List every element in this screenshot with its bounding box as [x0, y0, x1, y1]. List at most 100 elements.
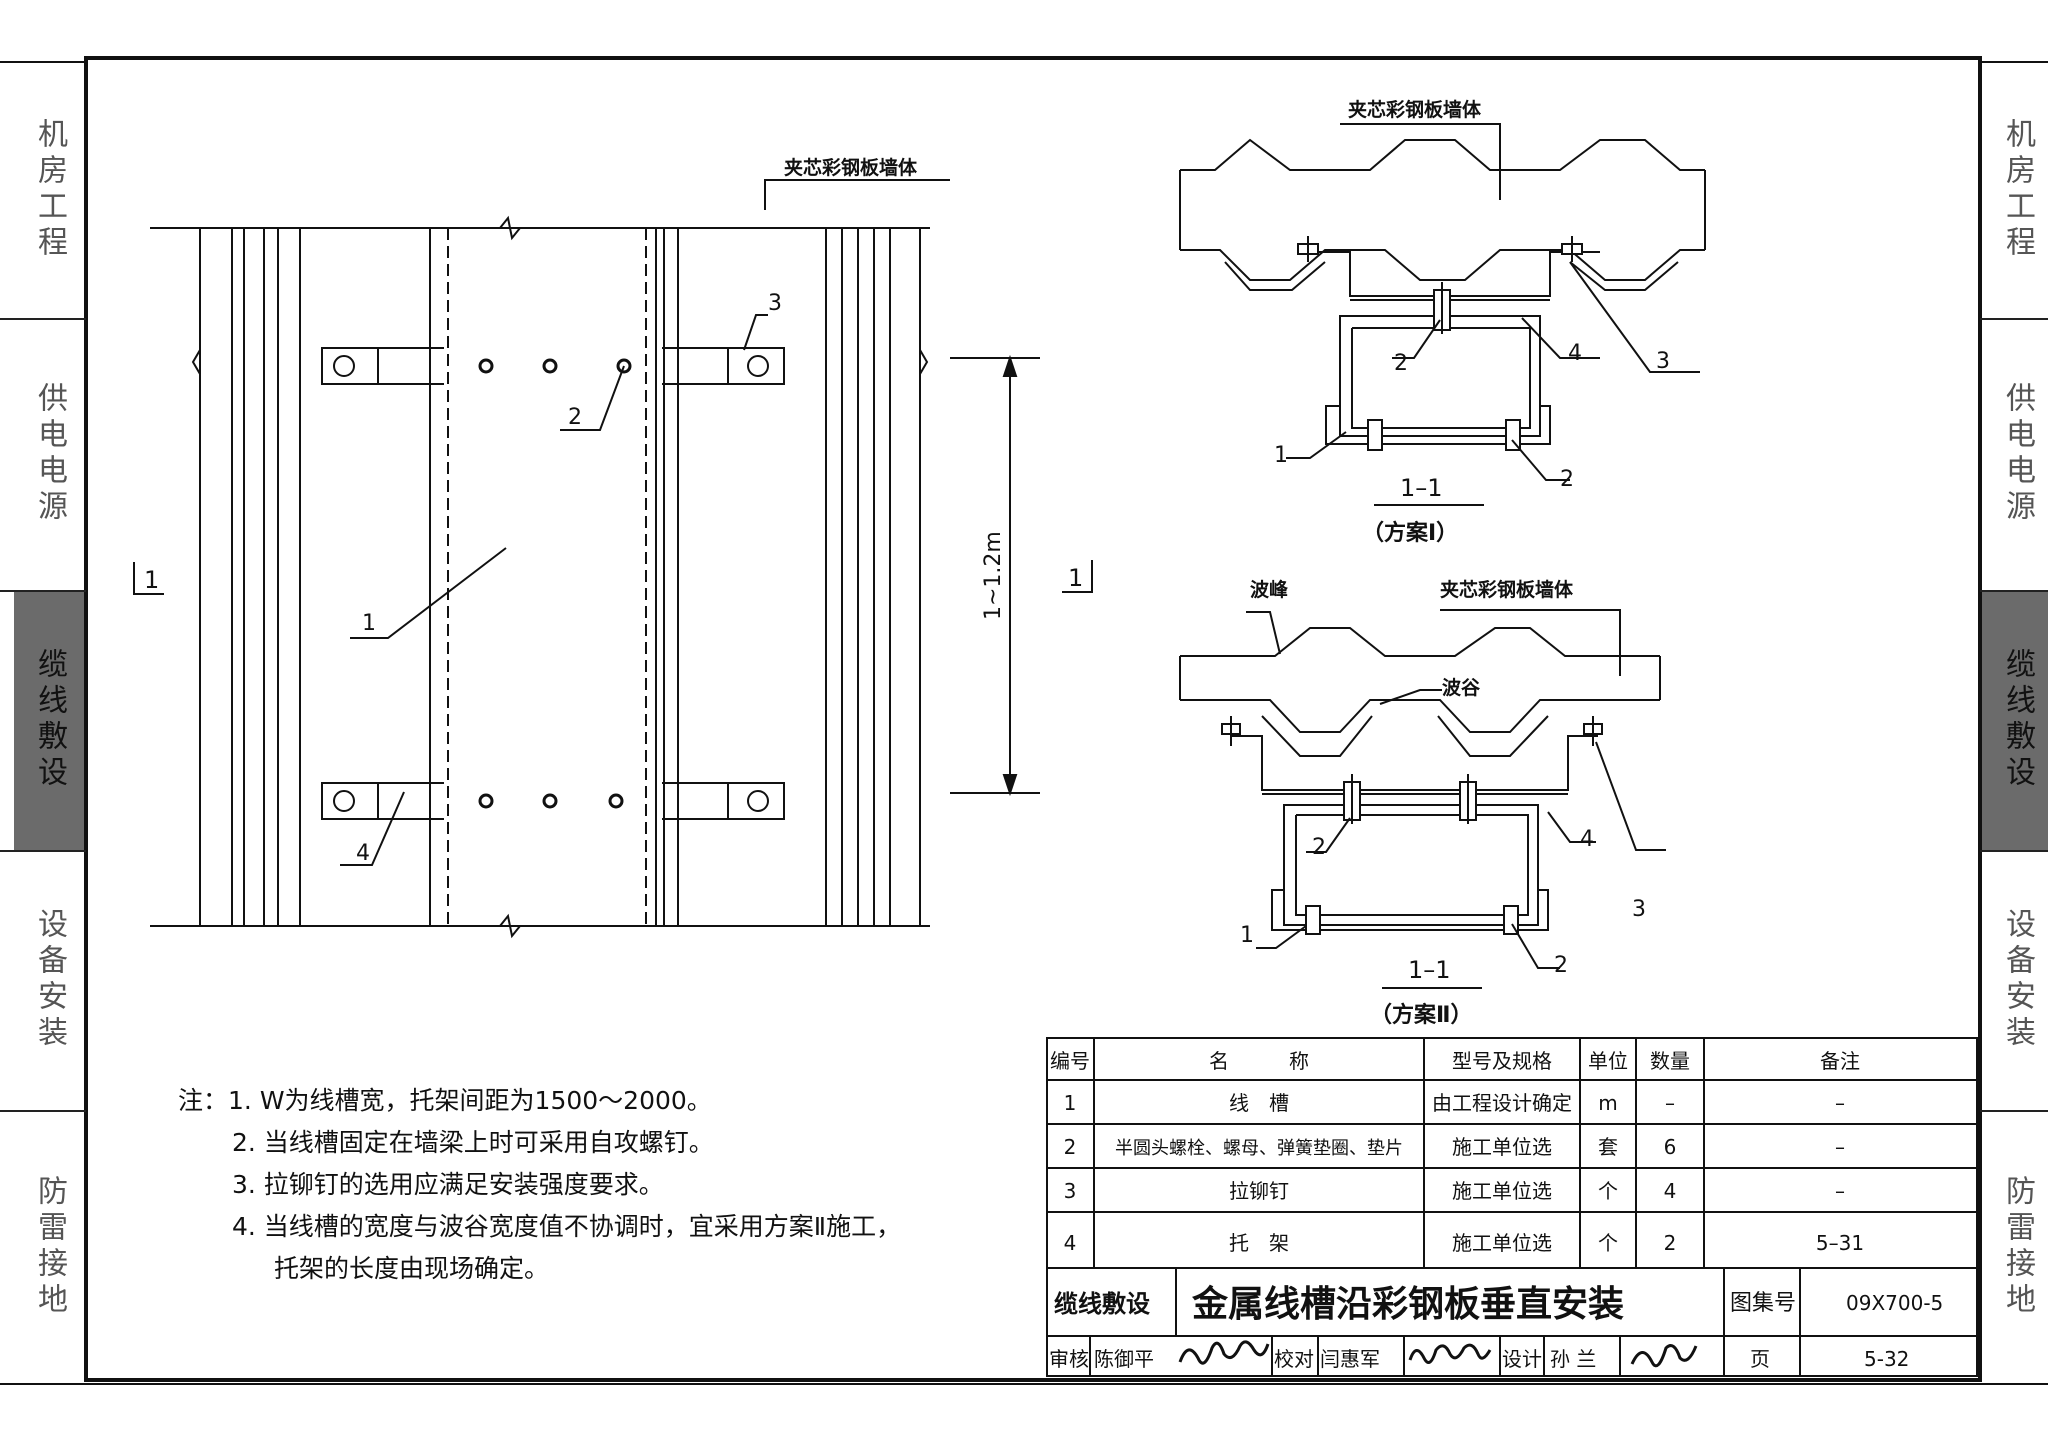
side-tab-3[interactable]: 缆线敷设	[14, 590, 84, 850]
elevation-callout-1: 1	[362, 611, 376, 636]
atlas-number: 09X700-5	[1846, 1291, 1943, 1315]
table-cell: –	[1835, 1179, 1845, 1203]
side-tab-divider	[0, 318, 86, 320]
table-cell: 施工单位选	[1452, 1231, 1552, 1255]
side-tab-label: 机房工程	[2000, 118, 2035, 262]
title-block	[1046, 1267, 1978, 1377]
section-mark-right: 1	[1068, 564, 1083, 592]
note-1: 1. W为线槽宽，托架间距为1500～2000。	[228, 1086, 712, 1115]
table-cell: 线 槽	[1229, 1091, 1289, 1115]
section-two-callout-4: 4	[1580, 827, 1594, 852]
table-cell: 个	[1598, 1231, 1618, 1255]
side-tab-5[interactable]: 防雷接地	[1982, 1110, 2048, 1384]
section-two-callout-2a: 2	[1312, 835, 1326, 860]
table-header-cell: 备注	[1820, 1049, 1860, 1073]
table-cell: 托 架	[1229, 1231, 1289, 1255]
section-one-callout-3: 3	[1656, 349, 1670, 374]
side-tab-1[interactable]: 机房工程	[1982, 62, 2048, 318]
section-two-callout-2b: 2	[1554, 953, 1568, 978]
page-number: 5-32	[1864, 1347, 1909, 1371]
section-one-callout-4: 4	[1568, 341, 1582, 366]
side-tab-5[interactable]: 防雷接地	[14, 1110, 84, 1384]
checker-signature	[1408, 1343, 1492, 1364]
atlas-label: 图集号	[1730, 1291, 1796, 1316]
table-cell: –	[1835, 1135, 1845, 1159]
title-block-category: 缆线敷设	[1054, 1290, 1150, 1318]
section-two-callout-3: 3	[1632, 897, 1646, 922]
table-cell: 施工单位选	[1452, 1179, 1552, 1203]
side-tab-divider	[0, 590, 86, 592]
side-tab-3[interactable]: 缆线敷设	[1982, 590, 2048, 850]
table-cell: 由工程设计确定	[1432, 1091, 1572, 1115]
review-label: 审核	[1049, 1347, 1089, 1371]
page-label: 页	[1750, 1347, 1770, 1371]
table-cell: 4	[1064, 1231, 1077, 1255]
section-mark-left: 1	[144, 566, 159, 594]
section-two-view	[1179, 609, 1666, 989]
section-one-callout-2a: 2	[1394, 351, 1408, 376]
side-tab-divider	[1980, 1110, 2048, 1112]
drawing-title: 金属线槽沿彩钢板垂直安装	[1191, 1283, 1624, 1325]
table-cell: 3	[1064, 1179, 1077, 1203]
table-cell: 2	[1664, 1231, 1677, 1255]
side-tab-label: 设备安装	[2000, 908, 2035, 1052]
section-one-callout-1: 1	[1274, 443, 1288, 468]
section-one-subtitle: （方案Ⅰ）	[1362, 520, 1458, 546]
table-cell: 1	[1064, 1091, 1077, 1115]
section-two-subtitle: （方案Ⅱ）	[1370, 1002, 1473, 1028]
table-cell: 6	[1664, 1135, 1677, 1159]
table-cell: 4	[1664, 1179, 1677, 1203]
table-cell: –	[1665, 1091, 1675, 1115]
section-two-callout-1: 1	[1240, 923, 1254, 948]
note-4-continued: 托架的长度由现场确定。	[274, 1254, 550, 1283]
side-tab-2[interactable]: 供电电源	[1982, 318, 2048, 590]
table-header-cell: 编号	[1050, 1049, 1090, 1073]
table-header-cell: 名 称	[1209, 1049, 1309, 1073]
side-tab-divider	[1980, 318, 2048, 320]
table-cell: 拉铆钉	[1229, 1179, 1289, 1203]
frame	[0, 56, 2048, 1385]
designer-signature	[1630, 1344, 1698, 1368]
section-one-callout-2b: 2	[1560, 467, 1574, 492]
side-tab-4[interactable]: 设备安装	[14, 850, 84, 1110]
side-tab-2[interactable]: 供电电源	[14, 318, 84, 590]
trough-label: 波谷	[1442, 676, 1481, 699]
notes-prefix: 注：	[178, 1086, 229, 1115]
table-header-cell: 单位	[1588, 1049, 1628, 1073]
table-header-cell: 型号及规格	[1452, 1049, 1552, 1073]
side-tab-label: 缆线敷设	[32, 648, 67, 792]
elevation-view	[133, 179, 1093, 939]
crest-label: 波峰	[1250, 578, 1289, 601]
side-tab-label: 缆线敷设	[2000, 648, 2035, 792]
section-one-wall-label: 夹芯彩钢板墙体	[1348, 98, 1482, 121]
side-tab-label: 供电电源	[2000, 382, 2035, 526]
section-two-wall-label: 夹芯彩钢板墙体	[1440, 578, 1574, 601]
table-cell: 半圆头螺栓、螺母、弹簧垫圈、垫片	[1115, 1138, 1403, 1159]
notes: 注：1. W为线槽宽，托架间距为1500～2000。 2. 当线槽固定在墙梁上时…	[178, 1080, 901, 1290]
elevation-callout-3: 3	[768, 291, 782, 316]
table-cell: –	[1835, 1091, 1845, 1115]
elevation-wall-label: 夹芯彩钢板墙体	[784, 156, 918, 179]
note-3: 3. 拉铆钉的选用应满足安装强度要求。	[232, 1170, 664, 1199]
table-cell: m	[1598, 1091, 1617, 1115]
checker-name: 闫惠军	[1320, 1347, 1380, 1371]
side-tab-label: 供电电源	[32, 382, 67, 526]
table-cell: 个	[1598, 1179, 1618, 1203]
side-tab-1[interactable]: 机房工程	[14, 62, 84, 318]
side-tab-4[interactable]: 设备安装	[1982, 850, 2048, 1110]
side-tab-divider	[0, 1110, 86, 1112]
section-one-title: 1–1	[1400, 474, 1443, 502]
section-two-title: 1–1	[1408, 956, 1451, 984]
reviewer-name: 陈御平	[1094, 1347, 1154, 1371]
check-label: 校对	[1274, 1347, 1314, 1371]
table-header-cell: 数量	[1650, 1049, 1690, 1073]
designer-name: 孙 兰	[1550, 1347, 1596, 1371]
dimension-label: 1~1.2m	[981, 531, 1006, 620]
table-cell: 施工单位选	[1452, 1135, 1552, 1159]
side-tab-divider	[1980, 590, 2048, 592]
side-tab-label: 机房工程	[32, 118, 67, 262]
design-label: 设计	[1502, 1347, 1542, 1371]
table-cell: 2	[1064, 1135, 1077, 1159]
reviewer-signature	[1178, 1340, 1270, 1365]
